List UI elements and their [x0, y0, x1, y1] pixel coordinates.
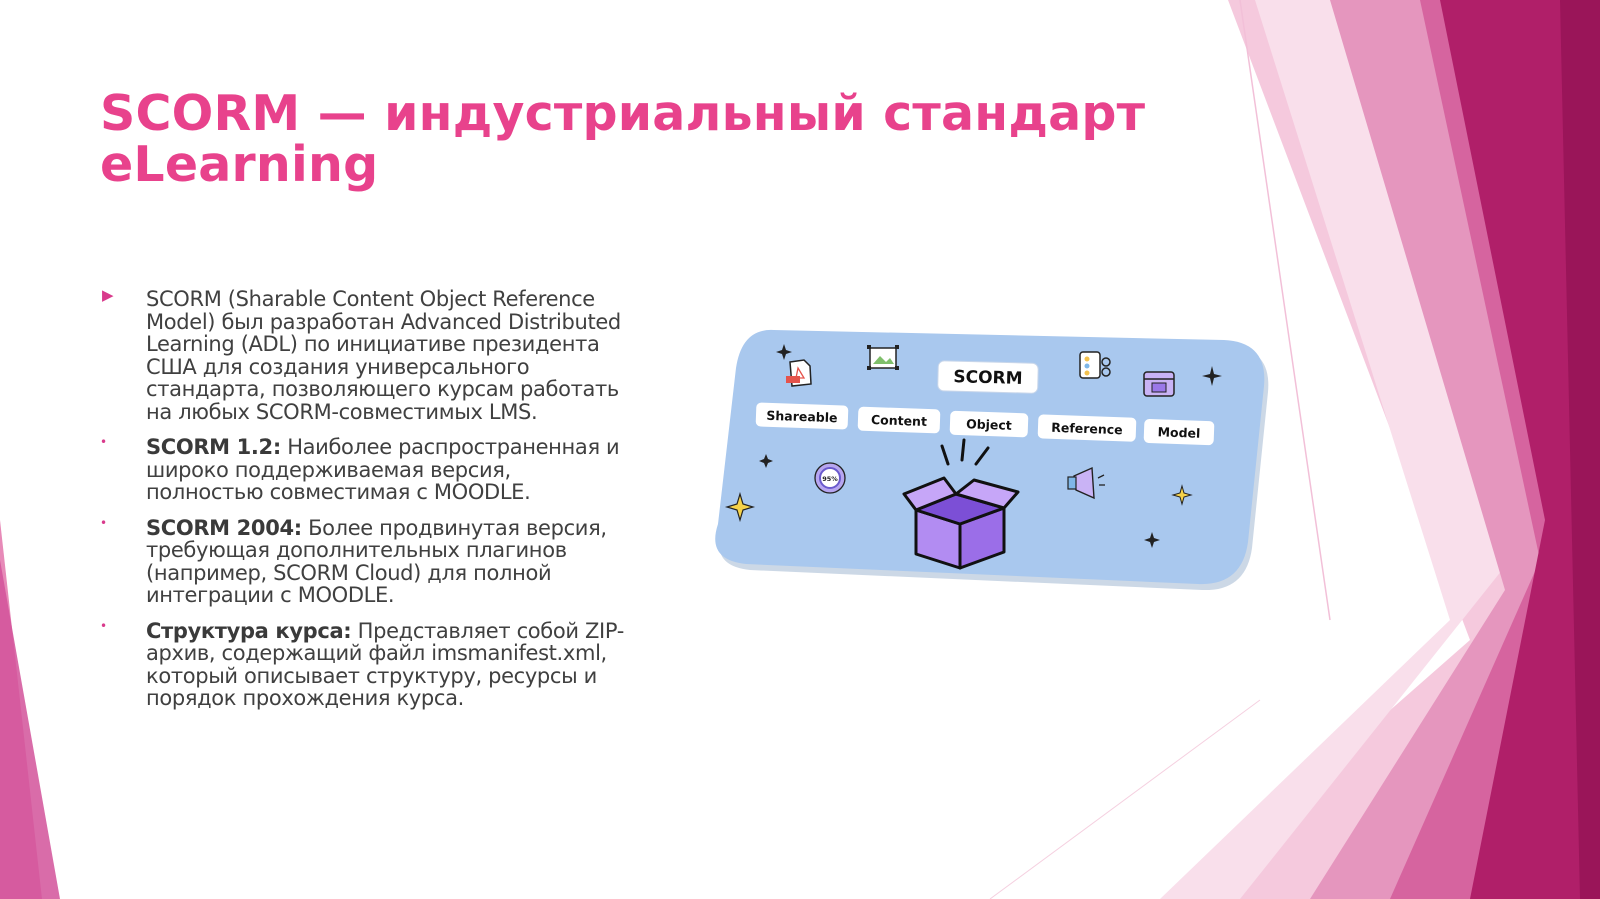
bullet-label: Структура курса:: [146, 618, 352, 643]
bullet-text: Представляет собой ZIP-архив, содержащий…: [146, 618, 624, 710]
chip-reference: Reference: [1037, 414, 1137, 442]
scorm-illustration: SCORM Shareable Content Object Reference…: [715, 329, 1269, 590]
bullet-text: Наиболее распространенная и широко подде…: [146, 435, 620, 504]
left-facet-dark: [0, 560, 60, 899]
scorm-badge: SCORM: [937, 360, 1039, 394]
chip-object: Object: [949, 410, 1029, 438]
facet-line: [989, 699, 1261, 899]
bullet-list: ▶ SCORM (Sharable Content Object Referen…: [100, 286, 630, 723]
chip-content: Content: [857, 406, 941, 434]
bullet-item: • Структура курса: Представляет собой ZI…: [100, 618, 630, 710]
open-box-icon: [902, 438, 1020, 570]
bullet-label: SCORM 2004:: [146, 515, 302, 540]
progress-label: 95%: [822, 475, 838, 483]
bullet-label: SCORM 1.2:: [146, 435, 281, 459]
slide-title: SCORM — индустриальный стандарт eLearnin…: [100, 85, 1146, 193]
settings-list-icon: [1079, 351, 1111, 379]
bullet-item: ▶ SCORM (Sharable Content Object Referen…: [100, 286, 630, 424]
bullet-text: SCORM (Sharable Content Object Reference…: [146, 287, 621, 424]
progress-circle-icon: 95%: [814, 462, 846, 494]
bullet-item: • SCORM 1.2: Наиболее распространенная и…: [100, 435, 630, 504]
dot-bullet-icon: •: [100, 515, 107, 530]
dot-bullet-icon: •: [100, 618, 107, 633]
chip-label: Model: [1157, 424, 1200, 440]
image-icon: [867, 345, 899, 370]
pdf-icon: [786, 359, 812, 387]
chip-label: Content: [871, 412, 928, 429]
megaphone-icon: [1067, 466, 1105, 500]
chip-label: Object: [966, 416, 1012, 433]
triangle-bullet-icon: ▶: [102, 286, 114, 304]
facet-line: [1239, 0, 1331, 621]
bullet-item: • SCORM 2004: Более продвинутая версия, …: [100, 515, 630, 607]
card: [715, 329, 1265, 585]
chip-label: Shareable: [766, 408, 838, 425]
bullet-text: Более продвинутая версия, требующая допо…: [146, 515, 607, 607]
dot-bullet-icon: •: [100, 435, 107, 449]
facet-darker: [1560, 0, 1600, 899]
chip-shareable: Shareable: [755, 402, 849, 430]
facet-dark: [1440, 0, 1600, 899]
video-window-icon: [1143, 371, 1175, 397]
sparkle-icon: [724, 344, 1222, 548]
scorm-badge-label: SCORM: [953, 367, 1023, 389]
chip-label: Reference: [1051, 420, 1123, 437]
chip-model: Model: [1143, 418, 1215, 446]
